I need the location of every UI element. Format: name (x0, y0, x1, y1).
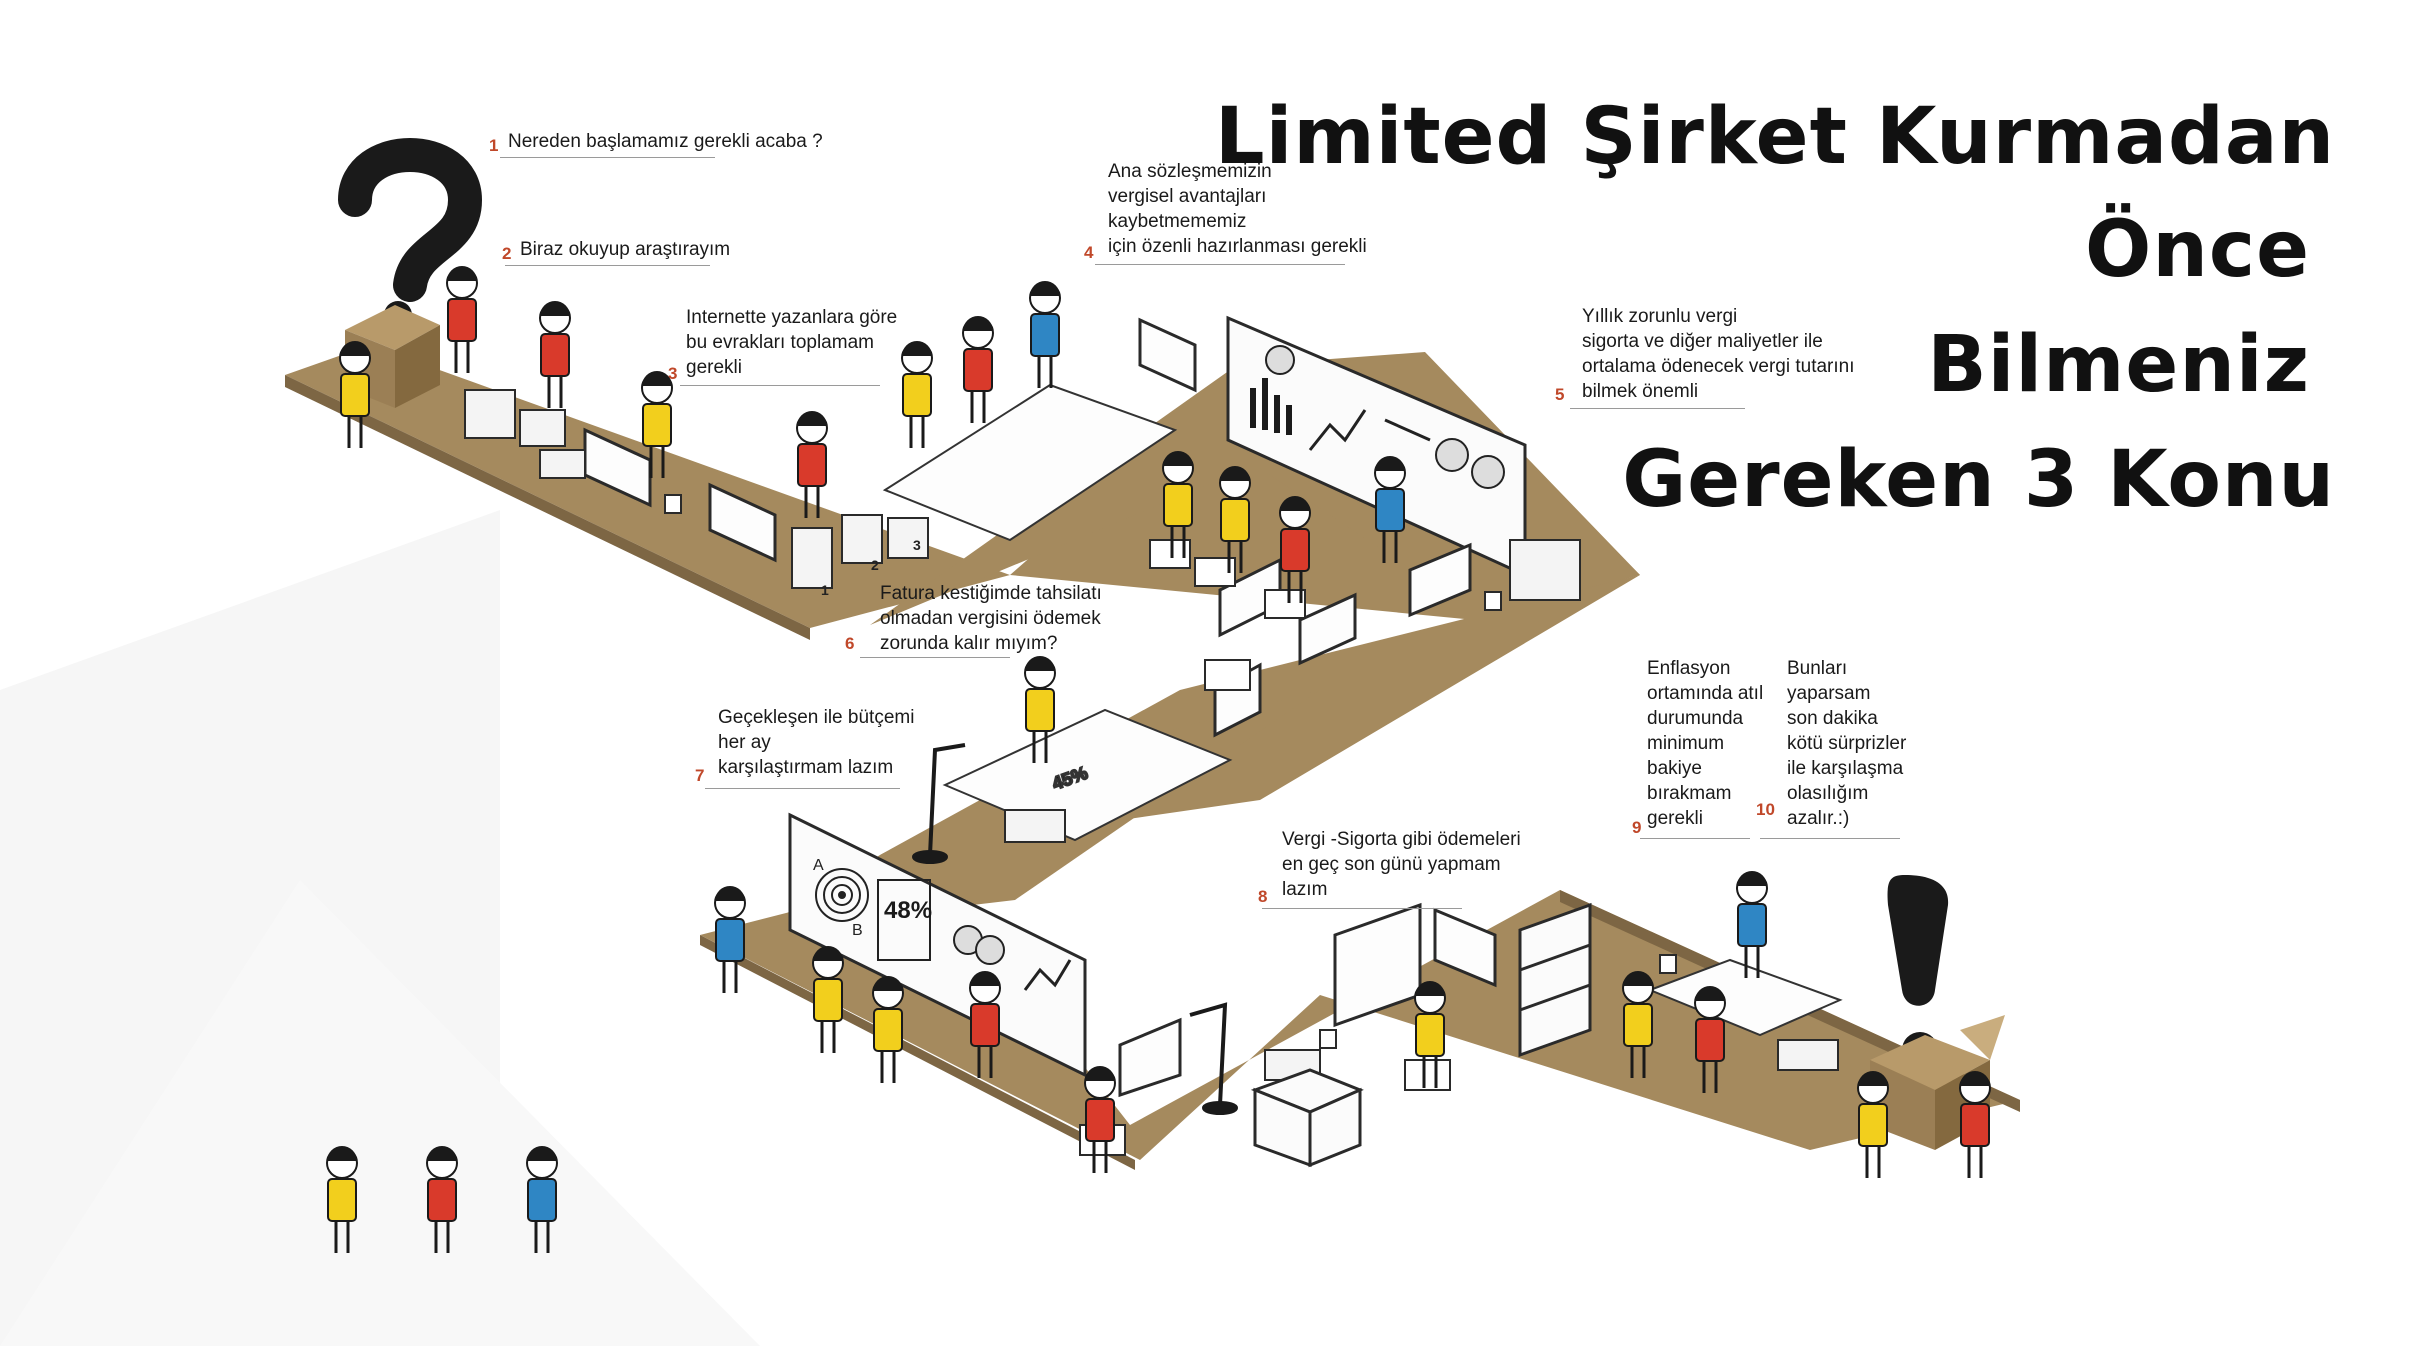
table-edge-1 (285, 375, 810, 640)
step-number: 2 (502, 244, 512, 263)
page-title-line-4: Gereken 3 Konu (1622, 435, 2335, 525)
leader-line (1095, 264, 1345, 265)
step-number: 6 (845, 634, 855, 653)
mug-icon (664, 494, 1677, 1049)
box-icon (345, 305, 440, 408)
percent-chart-icon: 48% (877, 879, 932, 961)
person-figure (1694, 986, 1726, 1093)
line-chart-icon (1308, 409, 1431, 451)
person-figure (1162, 451, 1194, 558)
person-figure (1084, 1066, 1116, 1173)
table-edge-4 (700, 935, 1135, 1170)
desk-lamp-icon (912, 743, 1238, 1115)
leader-line (1262, 908, 1462, 909)
person-figure (446, 266, 478, 373)
person-figure (901, 341, 933, 448)
step-note: Bunları yaparsam son dakika kötü sürpriz… (1787, 658, 1907, 829)
step-note: Geçekleşen ile bütçemi her ay karşılaştı… (718, 707, 915, 778)
page-title-line-3: Bilmeniz (1927, 320, 2310, 410)
person-figure (1374, 456, 1406, 563)
person-figure (1029, 281, 1061, 388)
step-number: 5 (1555, 385, 1565, 404)
person-figure (326, 1146, 358, 1253)
book-stack (464, 389, 1839, 1081)
person-figure (1219, 466, 1251, 573)
bar-chart-icon (1250, 378, 1292, 435)
pie-chart-icon (1265, 345, 1505, 489)
bookshelf (1518, 902, 1592, 1058)
leader-line (1570, 408, 1745, 409)
leader-line (1760, 838, 1900, 839)
person-figure (526, 1146, 558, 1253)
person-figure (426, 1146, 458, 1253)
leader-line (500, 157, 715, 158)
person-figure (1622, 971, 1654, 1078)
step-number: 4 (1084, 243, 1094, 262)
svg-text:48%: 48% (884, 897, 932, 924)
step-number: 1 (489, 136, 499, 155)
person-figure (812, 946, 844, 1053)
person-figure (339, 341, 371, 448)
table-top-4 (700, 875, 2020, 1160)
person-figure (539, 301, 571, 408)
step-number: 10 (1756, 800, 1775, 819)
step-note: Biraz okuyup araştırayım (520, 239, 731, 260)
person-figure (1414, 981, 1446, 1088)
watermark-shape (0, 880, 760, 1346)
person-figure (872, 976, 904, 1083)
leader-line (505, 265, 710, 266)
page-title-line-1: Limited Şirket Kurmadan (1214, 92, 2335, 182)
person-figure (641, 371, 673, 478)
page-title-line-2: Önce (2085, 205, 2310, 295)
leader-line (860, 657, 1010, 658)
monitor-icon (583, 317, 1497, 1098)
person-figure (1736, 871, 1768, 978)
step-note: Enflasyon ortamında atıl durumunda minim… (1647, 658, 1764, 829)
leader-line (680, 385, 880, 386)
target-chart-icon (815, 868, 869, 922)
svg-text:A: A (813, 857, 824, 874)
document-sheet (882, 383, 1178, 542)
person-figure (1959, 1071, 1991, 1178)
drawer-cabinet (1250, 1068, 1364, 1168)
svg-text:3: 3 (913, 537, 921, 553)
step-note: Ana sözleşmemizin vergisel avantajları k… (1108, 161, 1367, 257)
step-number: 7 (695, 766, 705, 785)
step-note: Vergi -Sigorta gibi ödemeleri en geç son… (1282, 829, 1521, 900)
person-figure (714, 886, 746, 993)
document-sheet: 45% (942, 708, 1233, 842)
pie-chart-icon (953, 925, 1005, 965)
svg-text:2: 2 (871, 557, 879, 573)
svg-text:B: B (852, 922, 863, 939)
step-number: 3 (668, 364, 678, 383)
line-chart-icon (1023, 959, 1072, 991)
svg-text:1: 1 (821, 582, 829, 598)
step-number: 9 (1632, 818, 1642, 837)
leader-line (1640, 838, 1750, 839)
step-note: Internette yazanlara göre bu evrakları t… (686, 307, 898, 378)
step-number: 8 (1258, 887, 1268, 906)
person-figure (1857, 1071, 1889, 1178)
leader-line (705, 788, 900, 789)
step-note: Yıllık zorunlu vergi sigorta ve diğer ma… (1582, 306, 1855, 402)
person-figure (969, 971, 1001, 1078)
person-figure (962, 316, 994, 423)
chair (1079, 539, 1451, 1156)
person-figure (1024, 656, 1056, 763)
step-note: Nereden başlamamız gerekli acaba ? (508, 131, 823, 152)
person-figure (1279, 496, 1311, 603)
person-figure (796, 411, 828, 518)
step-note: Fatura kestiğimde tahsilatı olmadan verg… (880, 583, 1102, 654)
